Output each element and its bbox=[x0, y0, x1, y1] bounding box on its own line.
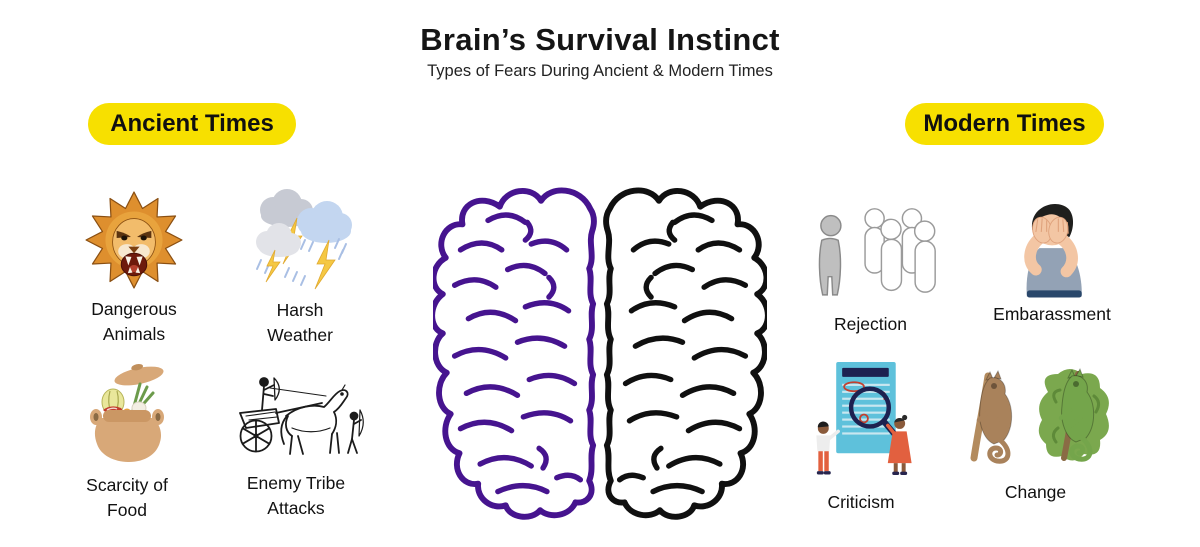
fear-label: Dangerous Animals bbox=[91, 299, 177, 344]
page-title: Brain’s Survival Instinct bbox=[420, 22, 780, 57]
storm-clouds-icon bbox=[244, 184, 356, 296]
brain-illustration bbox=[433, 183, 767, 527]
fear-label: Embarassment bbox=[993, 304, 1111, 324]
modern-times-badge-label: Modern Times bbox=[923, 110, 1086, 137]
fear-label: Enemy Tribe Attacks bbox=[246, 473, 346, 518]
fear-item-criticism: Criticism bbox=[802, 356, 920, 515]
fear-item-embarassment: Embarassment bbox=[972, 196, 1132, 327]
chariot-icon bbox=[226, 366, 366, 461]
fear-item-dangerous-animals: Dangerous Animals bbox=[64, 188, 204, 347]
food-pot-icon bbox=[77, 360, 177, 468]
ancient-times-badge-label: Ancient Times bbox=[110, 110, 274, 137]
fear-label: Rejection bbox=[834, 314, 907, 334]
fear-item-change: Change bbox=[958, 362, 1113, 505]
outcast-person-icon bbox=[798, 202, 943, 304]
brain-right-hemisphere bbox=[606, 190, 767, 516]
fear-item-harsh-weather: Harsh Weather bbox=[232, 184, 368, 348]
document-review-icon bbox=[806, 356, 916, 480]
fear-label: Change bbox=[1004, 482, 1067, 502]
lion-icon bbox=[83, 188, 185, 292]
chameleons-icon bbox=[958, 362, 1113, 474]
fear-label: Criticism bbox=[827, 492, 895, 512]
page-subtitle: Types of Fears During Ancient & Modern T… bbox=[427, 62, 773, 80]
fear-item-rejection: Rejection bbox=[798, 202, 943, 337]
ancient-times-badge: Ancient Times bbox=[88, 103, 296, 145]
fear-item-enemy-tribe-attacks: Enemy Tribe Attacks bbox=[226, 366, 366, 521]
fear-item-scarcity-of-food: Scarcity of Food bbox=[57, 360, 197, 523]
covering-face-icon bbox=[1000, 196, 1105, 302]
modern-times-badge: Modern Times bbox=[905, 103, 1104, 145]
fear-label: Harsh Weather bbox=[267, 300, 333, 345]
fear-label: Scarcity of Food bbox=[86, 475, 168, 520]
brain-left-hemisphere bbox=[433, 190, 594, 516]
